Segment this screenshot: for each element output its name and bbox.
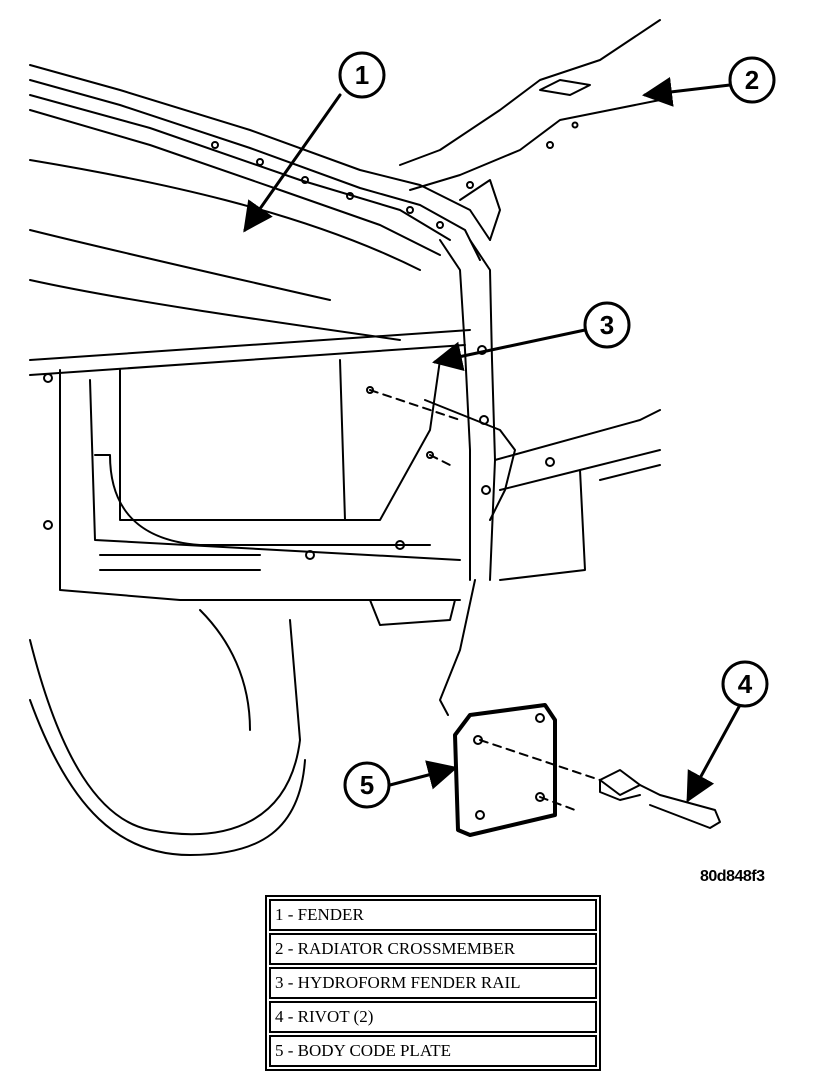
legend-table: 1 - FENDER 2 - RADIATOR CROSSMEMBER 3 - … — [265, 895, 601, 1071]
hydroform-fender-rail — [424, 239, 516, 581]
technical-illustration: 1 2 3 4 5 — [29, 19, 776, 856]
callout-circles — [338, 51, 776, 809]
legend-row: 5 - BODY CODE PLATE — [269, 1035, 597, 1067]
figure-id: 80d848f3 — [700, 868, 765, 885]
callout-leaders — [243, 76, 742, 803]
bumper-beam — [494, 409, 661, 581]
rivet — [599, 769, 721, 829]
legend-row: 4 - RIVOT (2) — [269, 1001, 597, 1033]
callout-number-5: 5 — [360, 770, 374, 800]
legend-row: 1 - FENDER — [269, 899, 597, 931]
callout-number-2: 2 — [745, 65, 759, 95]
fender-panel — [29, 159, 421, 341]
fender-top-rail — [29, 64, 491, 261]
wheel-well — [29, 609, 306, 856]
callout-number-4: 4 — [738, 669, 753, 699]
installation-guides — [369, 389, 601, 811]
legend-row: 3 - HYDROFORM FENDER RAIL — [269, 967, 597, 999]
grille-opening — [29, 329, 471, 626]
radiator-crossmember — [399, 19, 661, 241]
callout-number-3: 3 — [600, 310, 614, 340]
body-code-plate — [439, 579, 557, 837]
legend-row: 2 - RADIATOR CROSSMEMBER — [269, 933, 597, 965]
callout-number-1: 1 — [355, 60, 369, 90]
